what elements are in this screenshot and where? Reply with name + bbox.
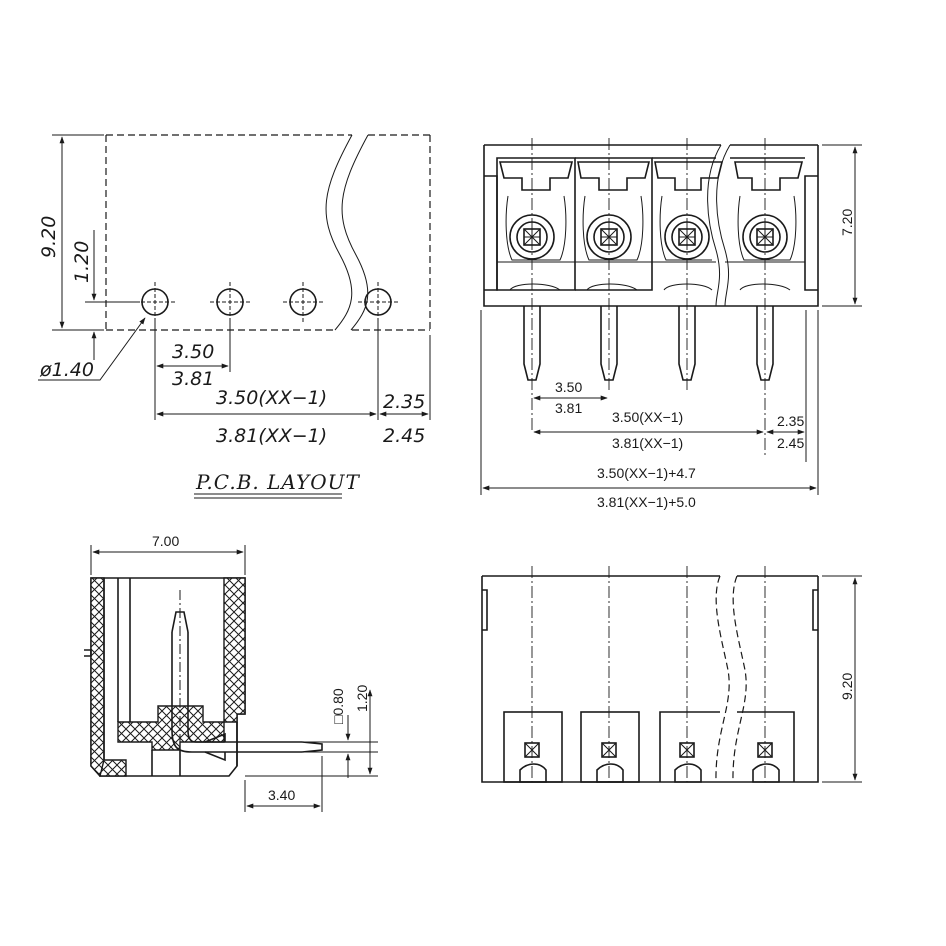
pcb-layout-view: 9.20 1.20 ø1.40 3.50 3.81 3.50(XX−1) 3.8… <box>38 134 431 499</box>
side-pin-height-label: 1.20 <box>354 685 370 712</box>
pcb-pitch-a-label: 3.50 <box>172 341 214 363</box>
front-pitch-a-label: 3.50 <box>555 379 582 395</box>
side-pin-square-label: □0.80 <box>330 688 346 724</box>
front-total-b-label: 3.81(XX−1)+5.0 <box>597 494 696 510</box>
front-terminal-2 <box>575 157 653 291</box>
bottom-terminal-4 <box>737 711 795 783</box>
front-view: 7.20 3.50 3.81 3.50(XX−1) 3.81(XX−1) 2.3… <box>480 138 862 510</box>
bottom-view: 9.20 <box>481 566 862 783</box>
front-height-label: 7.20 <box>839 209 855 236</box>
pcb-hole-diameter-label: ø1.40 <box>39 359 94 381</box>
side-section-view: 7.00 □0.80 1.20 3.40 <box>84 533 378 812</box>
front-pin <box>756 306 774 381</box>
pcb-pitch-b-label: 3.81 <box>172 368 214 390</box>
front-total-a-label: 3.50(XX−1)+4.7 <box>597 465 696 481</box>
front-pitch-b-label: 3.81 <box>555 400 582 416</box>
pcb-height-label: 9.20 <box>38 216 60 258</box>
front-span-a-label: 3.50(XX−1) <box>612 409 683 425</box>
front-edge-b-label: 2.45 <box>777 435 804 451</box>
pcb-hole <box>210 282 250 322</box>
bottom-terminal-1 <box>503 711 563 783</box>
bottom-terminal-3 <box>659 711 720 783</box>
pcb-offset-label: 1.20 <box>71 241 93 283</box>
pcb-hole <box>135 282 175 322</box>
front-pin <box>600 306 618 381</box>
pcb-span-a-label: 3.50(XX−1) <box>216 387 327 409</box>
pcb-span-b-label: 3.81(XX−1) <box>216 425 327 447</box>
front-pin <box>523 306 541 381</box>
bottom-terminal-2 <box>580 711 640 783</box>
pcb-edge-b-label: 2.45 <box>383 425 425 447</box>
front-terminal-1 <box>496 157 576 291</box>
front-span-b-label: 3.81(XX−1) <box>612 435 683 451</box>
pcb-hole <box>358 282 398 322</box>
pcb-layout-title: P.C.B. LAYOUT <box>195 470 360 494</box>
side-width-label: 7.00 <box>152 533 179 549</box>
bottom-height-label: 9.20 <box>839 673 855 700</box>
side-pin-offset-label: 3.40 <box>268 787 295 803</box>
pcb-edge-a-label: 2.35 <box>383 391 425 413</box>
pcb-hole <box>283 282 323 322</box>
front-pin <box>678 306 696 381</box>
front-edge-a-label: 2.35 <box>777 413 804 429</box>
